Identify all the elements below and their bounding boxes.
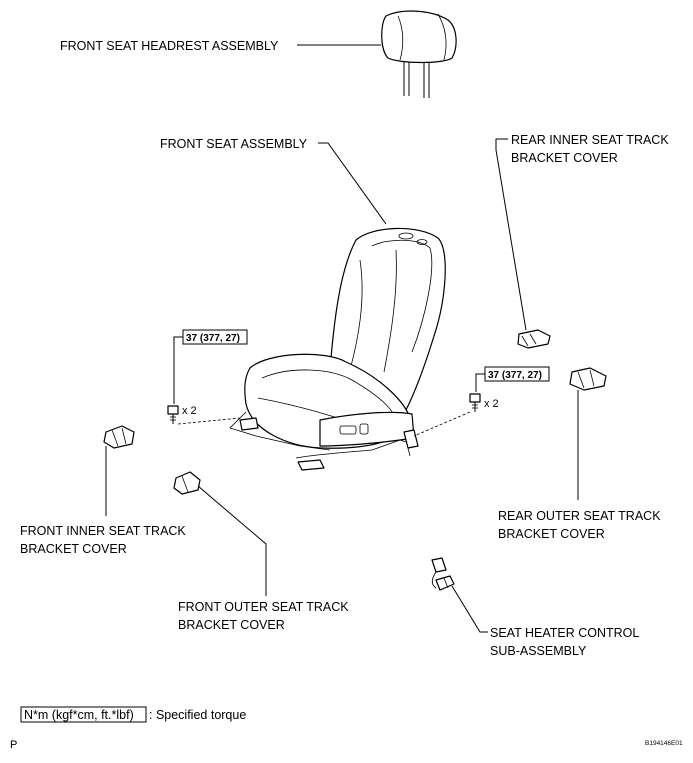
front-inner-cover-label-line2: BRACKET COVER [20, 542, 127, 556]
rear-inner-cover-label-line1: REAR INNER SEAT TRACK [511, 133, 669, 147]
rear-inner-cover-drawing [517, 329, 551, 349]
legend-unit: N*m (kgf*cm, ft.*lbf) [24, 708, 134, 722]
bolt-left-drawing [167, 405, 179, 424]
rear-outer-cover-label-line1: REAR OUTER SEAT TRACK [498, 509, 661, 523]
front-outer-cover-label-line1: FRONT OUTER SEAT TRACK [178, 600, 349, 614]
legend-text: : Specified torque [149, 708, 246, 722]
seat-drawing [229, 227, 446, 471]
torque-leader-left [173, 336, 183, 404]
front-inner-cover-drawing [103, 425, 135, 449]
front-outer-cover-label-line2: BRACKET COVER [178, 618, 285, 632]
footer-left-mark: P [10, 739, 17, 751]
front-outer-cover-leader-line [197, 485, 267, 596]
headrest-drawing [381, 10, 457, 98]
front-outer-cover-drawing [173, 471, 201, 495]
bolt-right-drawing [469, 393, 481, 412]
rear-inner-cover-label-line2: BRACKET COVER [511, 151, 618, 165]
legend-unit-box [20, 706, 147, 723]
seat-heater-label-line2: SUB-ASSEMBLY [490, 644, 587, 658]
rear-outer-cover-label-line2: BRACKET COVER [498, 527, 605, 541]
seat-leader-line [318, 142, 387, 225]
bolt-right-alignment-line [413, 411, 471, 437]
bolt-qty-right: x 2 [484, 398, 499, 410]
front-inner-cover-label-line1: FRONT INNER SEAT TRACK [20, 524, 186, 538]
rear-inner-cover-leader-line [495, 138, 527, 331]
seat-label: FRONT SEAT ASSEMBLY [160, 137, 308, 151]
torque-value-left: 37 (377, 27) [186, 333, 240, 344]
torque-value-right: 37 (377, 27) [488, 370, 542, 381]
seat-heater-label-line1: SEAT HEATER CONTROL [490, 626, 639, 640]
figure-id: B194146E01 [645, 740, 683, 747]
torque-leader-right [475, 373, 485, 392]
seat-heater-leader-line [451, 585, 488, 633]
headrest-label: FRONT SEAT HEADREST ASSEMBLY [60, 39, 279, 53]
bolt-qty-left: x 2 [182, 405, 197, 417]
seat-heater-control-drawing [431, 557, 455, 591]
rear-outer-cover-drawing [569, 367, 607, 391]
bolt-left-alignment-line [177, 417, 241, 425]
